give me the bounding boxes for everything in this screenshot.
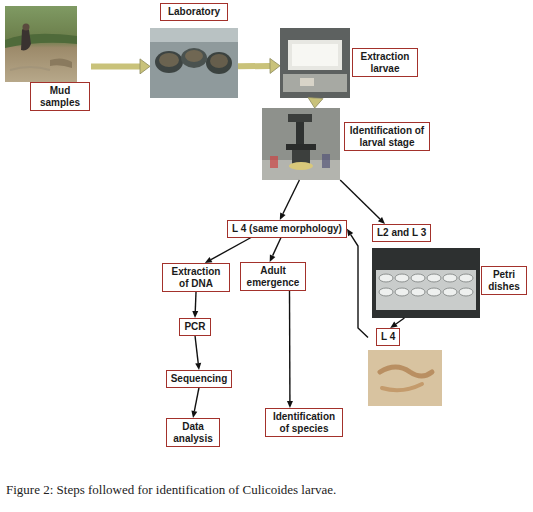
node-label: L 4 xyxy=(381,331,395,343)
block-arrow xyxy=(308,97,323,108)
connector-line xyxy=(195,336,198,364)
flow-arrow xyxy=(280,180,300,220)
arrowhead xyxy=(347,229,353,237)
sample-node: Mud samples xyxy=(5,6,91,118)
connector-line xyxy=(195,292,197,311)
node-label: Identification of species xyxy=(270,411,338,434)
arrowhead xyxy=(280,212,286,220)
flow-arrow xyxy=(192,292,198,318)
node-label: Laboratory xyxy=(165,6,223,18)
block-arrow xyxy=(91,59,150,74)
label-box: L2 and L 3 xyxy=(372,224,431,242)
arrowhead xyxy=(308,97,323,108)
figure-caption: Figure 2: Steps followed for identificat… xyxy=(6,482,336,498)
node-label: Mud samples xyxy=(35,85,85,108)
flow-arrow xyxy=(340,180,385,224)
connector-line xyxy=(340,180,380,219)
flow-arrow xyxy=(390,318,404,328)
node-label: L2 and L 3 xyxy=(377,227,426,239)
larva-photo xyxy=(368,350,442,406)
process-box: Adult emergence xyxy=(240,262,306,291)
process-box: Sequencing xyxy=(166,370,233,388)
mud-photo xyxy=(5,6,77,82)
connector-line xyxy=(273,238,281,256)
arrowhead xyxy=(140,59,150,74)
extraction-photo xyxy=(280,28,350,98)
note-box: Petri dishes xyxy=(481,266,527,295)
node-label: Data analysis xyxy=(171,421,215,444)
arrowhead xyxy=(287,401,293,408)
flow-arrow xyxy=(195,336,201,371)
connector-line xyxy=(194,388,199,412)
label-box: Mud samples xyxy=(30,82,90,111)
flow-arrow xyxy=(191,388,199,419)
connector-line xyxy=(238,63,270,69)
stage-node: L 4 xyxy=(368,328,442,408)
step-node: Identification of larval stage xyxy=(262,108,432,180)
laboratory-photo xyxy=(150,28,238,98)
process-box: Data analysis xyxy=(166,418,220,447)
node-label: Identification of larval stage xyxy=(349,125,425,148)
flow-arrow xyxy=(270,238,281,263)
node-label: Extraction larvae xyxy=(357,51,413,74)
connector-line xyxy=(351,235,368,338)
petri-dishes-photo xyxy=(372,248,480,318)
result-box: Identification of species xyxy=(265,408,343,437)
block-arrow xyxy=(238,58,280,73)
process-box: Extraction of DNA xyxy=(162,263,230,292)
label-box: L 4 xyxy=(376,328,400,346)
node-label: Sequencing xyxy=(171,373,228,385)
flow-arrow xyxy=(205,238,251,264)
label-box: Identification of larval stage xyxy=(344,122,430,151)
arrowhead xyxy=(195,363,201,370)
arrowhead xyxy=(270,254,276,262)
arrowhead xyxy=(270,58,280,73)
label-box: Laboratory xyxy=(160,3,228,21)
connector-line xyxy=(91,63,140,69)
flow-arrow xyxy=(287,291,293,408)
node-label: PCR xyxy=(184,321,205,333)
microscope-photo xyxy=(262,108,340,180)
stage-node: L2 and L 3 xyxy=(372,224,480,318)
connector-line xyxy=(396,318,404,324)
node-label: L 4 (same morphology) xyxy=(232,223,342,235)
connector-line xyxy=(211,238,251,260)
step-node: Extraction larvae xyxy=(280,28,422,98)
stage-box: L 4 (same morphology) xyxy=(227,220,347,238)
connector-line xyxy=(283,180,300,214)
step-node: Laboratory xyxy=(150,3,238,99)
label-box: Extraction larvae xyxy=(352,48,418,77)
process-box: PCR xyxy=(179,318,210,336)
flow-arrow xyxy=(347,229,368,338)
arrowhead xyxy=(191,411,197,418)
connector-line xyxy=(289,291,291,401)
node-label: Adult emergence xyxy=(245,265,301,288)
arrowhead xyxy=(378,217,385,224)
node-label: Extraction of DNA xyxy=(167,266,225,289)
arrowhead xyxy=(192,311,198,318)
node-label: Petri dishes xyxy=(486,269,522,292)
